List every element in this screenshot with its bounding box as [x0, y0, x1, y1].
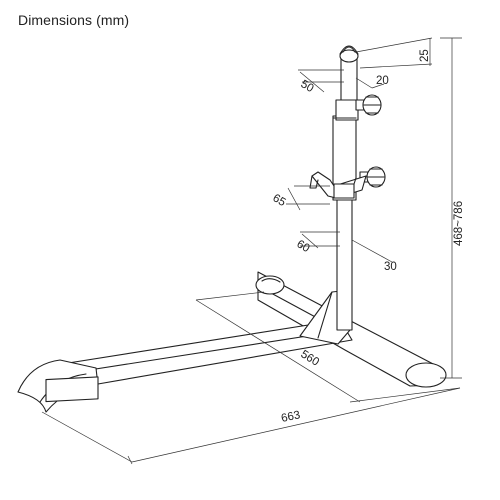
middle-bracket [309, 171, 367, 199]
upper-knob [355, 94, 382, 116]
dim-lower-width-label: 30 [384, 261, 397, 273]
dim-clamp-depth-label: 50 [299, 78, 316, 95]
dim-base-width-label: 663 [280, 409, 301, 425]
dim-base-width: 663 [41, 387, 461, 465]
dim-top-offset: 25 [355, 37, 433, 69]
dim-bracket: 65 [271, 185, 330, 211]
dim-top-offset-label: 25 [419, 49, 431, 62]
top-cradle [339, 45, 359, 63]
dim-clamp: 50 20 [298, 69, 389, 95]
upright-post [332, 55, 359, 331]
dim-height-label: 468~786 [453, 201, 465, 246]
base-left-foot [17, 319, 353, 413]
dim-bracket-label: 65 [271, 192, 288, 209]
dim-lower-depth-label: 60 [295, 238, 312, 255]
dim-height: 468~786 [440, 37, 465, 379]
dim-clamp-width-label: 20 [376, 75, 389, 87]
diagram-title: Dimensions (mm) [18, 12, 130, 28]
dim-lower: 60 30 [295, 231, 397, 273]
